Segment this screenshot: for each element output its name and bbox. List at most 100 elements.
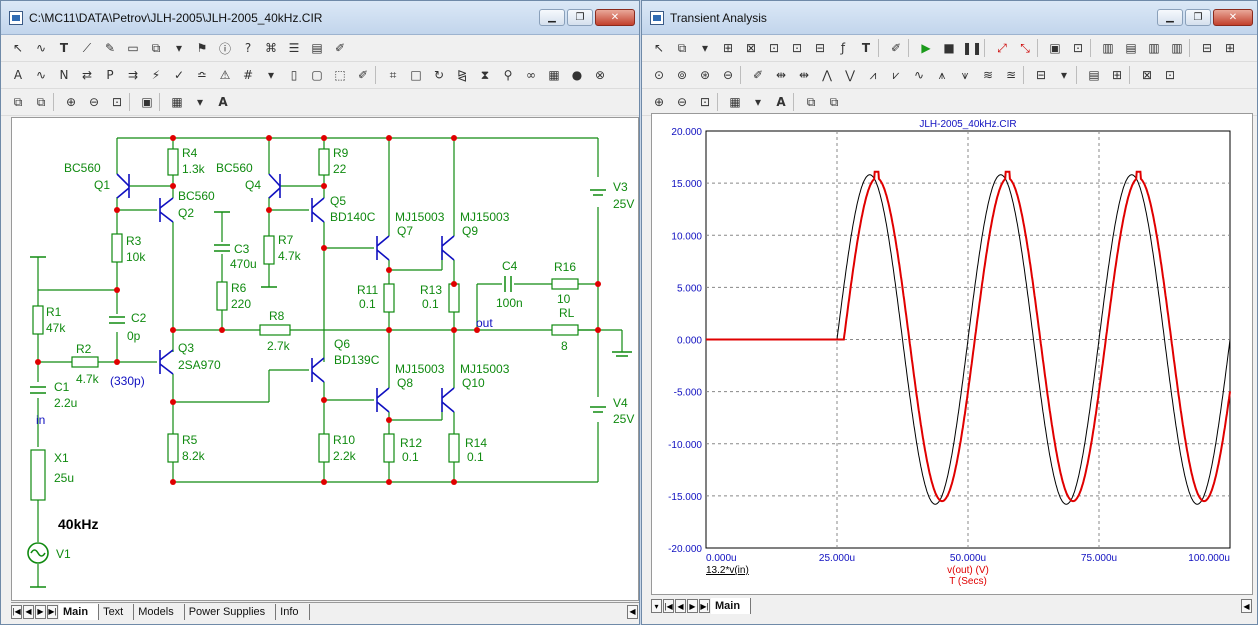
last-tab-icon[interactable]: ▶|: [699, 599, 710, 613]
pause-icon[interactable]: ❚❚: [961, 41, 983, 55]
tools-icon[interactable]: ✐: [357, 68, 369, 82]
network-icon[interactable]: ⌘: [265, 41, 277, 55]
restore-button[interactable]: ❐: [1185, 9, 1211, 26]
rotate-icon[interactable]: ↻: [433, 68, 445, 82]
global-low-icon[interactable]: ⩛: [961, 67, 969, 82]
minimize-button[interactable]: ▁: [1157, 9, 1183, 26]
run-icon[interactable]: ▶: [921, 41, 931, 55]
restore-button[interactable]: ❐: [567, 9, 593, 26]
minimize-button[interactable]: ▁: [539, 9, 565, 26]
select-arrow-icon[interactable]: ↖: [12, 41, 24, 55]
zoom-fit-icon[interactable]: ⊡: [699, 95, 711, 109]
dropdown-icon[interactable]: ▾: [701, 41, 709, 55]
mirror-icon[interactable]: ⧎: [456, 68, 468, 82]
schematic-titlebar[interactable]: C:\MC11\DATA\Petrov\JLH-2005\JLH-2005_40…: [1, 1, 639, 35]
point-values-icon[interactable]: ⊞: [1111, 68, 1123, 82]
frame-icon[interactable]: ⊡: [1072, 41, 1084, 55]
region-icon[interactable]: ⌗: [389, 67, 397, 82]
first-tab-icon[interactable]: |◀: [11, 604, 22, 619]
check-icon[interactable]: ✓: [173, 68, 185, 82]
help-icon[interactable]: ?: [244, 41, 252, 55]
warning-icon[interactable]: ⚠: [219, 68, 231, 82]
plot-mode-4-icon[interactable]: ▥: [1171, 41, 1183, 55]
align-icon[interactable]: ⊠: [1141, 68, 1153, 82]
bus-icon[interactable]: ▭: [127, 41, 139, 55]
text-tool-icon[interactable]: T: [861, 41, 871, 55]
zoom-fit-icon[interactable]: ⊡: [111, 95, 123, 109]
select-arrow-icon[interactable]: ↖: [653, 41, 665, 55]
tab-text[interactable]: Text: [99, 603, 135, 620]
prev-tab-icon[interactable]: ◀: [23, 604, 34, 619]
horizontal-split-icon[interactable]: ⊟: [1201, 41, 1213, 55]
transient-titlebar[interactable]: Transient Analysis ▁ ❐ ✕: [642, 1, 1257, 35]
tile-icon[interactable]: ▦: [171, 95, 183, 109]
data-points-icon[interactable]: ✐: [752, 68, 764, 82]
scale-x-icon[interactable]: ⊡: [768, 41, 780, 55]
scale-icon[interactable]: ⊞: [722, 41, 734, 55]
close-button[interactable]: ✕: [595, 9, 635, 26]
zoom-in-icon[interactable]: ⊕: [65, 95, 77, 109]
page-icon[interactable]: ▯: [290, 68, 298, 82]
attribute-text-icon[interactable]: A: [13, 68, 23, 82]
info-icon[interactable]: ⓘ: [218, 41, 231, 56]
plot-mode-2-icon[interactable]: ▤: [1125, 41, 1137, 55]
limits-icon[interactable]: ▣: [1049, 41, 1061, 55]
global-high-icon[interactable]: ⩚: [938, 67, 946, 82]
optimize-icon[interactable]: ⤡: [1020, 40, 1030, 55]
lightning-icon[interactable]: ⚡: [151, 68, 161, 82]
zoom-data-icon[interactable]: ⊛: [699, 68, 711, 82]
node-voltages-icon[interactable]: N: [59, 68, 69, 82]
zoom-out-icon[interactable]: ⊖: [676, 95, 688, 109]
dropdown-icon[interactable]: ▾: [651, 599, 662, 613]
grid-icon[interactable]: #: [242, 68, 254, 82]
next-tab-icon[interactable]: ▶: [687, 599, 698, 613]
flip-icon[interactable]: ⧗: [480, 67, 490, 82]
scroll-left-icon[interactable]: ◀: [1241, 599, 1252, 613]
copy-icon[interactable]: ⧉: [806, 94, 816, 109]
zoom-out-icon[interactable]: ⊖: [88, 95, 100, 109]
node-numbers-icon[interactable]: ∿: [35, 68, 47, 82]
tile-dropdown-icon[interactable]: ▾: [754, 95, 762, 109]
copy-icon[interactable]: ⧉: [13, 94, 23, 109]
label-icon[interactable]: ⊟: [1035, 68, 1047, 82]
zoom-in-icon[interactable]: ⊕: [653, 95, 665, 109]
graph-icon[interactable]: ⊟: [814, 41, 826, 55]
tile-icon[interactable]: ▦: [729, 95, 741, 109]
tab-power-supplies[interactable]: Power Supplies: [185, 603, 277, 620]
power-icon[interactable]: P: [106, 68, 114, 82]
plot-mode-1-icon[interactable]: ▥: [1102, 41, 1114, 55]
list-icon[interactable]: ▤: [311, 41, 323, 55]
report-icon[interactable]: ▦: [548, 68, 560, 82]
font-icon[interactable]: A: [776, 95, 786, 109]
line-tool-icon[interactable]: ⟋: [82, 40, 92, 55]
tab-main[interactable]: Main: [711, 598, 752, 614]
paste-icon[interactable]: ⧉: [36, 94, 46, 109]
pin-connections-icon[interactable]: ⇉: [127, 68, 139, 82]
font-icon[interactable]: A: [218, 95, 228, 109]
function-icon[interactable]: ƒ: [840, 41, 846, 55]
auto-scale-icon[interactable]: ⊠: [745, 41, 757, 55]
peak-icon[interactable]: ⋀: [822, 68, 832, 82]
component-icon[interactable]: ⧉: [677, 40, 687, 55]
component-icon[interactable]: ⧉: [151, 40, 161, 55]
tab-main[interactable]: Main: [59, 603, 100, 620]
wire-icon[interactable]: ∿: [35, 41, 47, 55]
pen-icon[interactable]: ✎: [104, 41, 116, 55]
probe-icon[interactable]: ≏: [196, 68, 208, 82]
label-dropdown-icon[interactable]: ▾: [1060, 68, 1068, 82]
prev-tab-icon[interactable]: ◀: [675, 599, 686, 613]
tab-info[interactable]: Info: [276, 603, 310, 620]
top-icon[interactable]: ≊: [1005, 68, 1017, 82]
cursor-prev-icon[interactable]: ⇹: [798, 68, 810, 82]
slope-icon[interactable]: ≋: [982, 68, 994, 82]
text-tool-icon[interactable]: T: [59, 41, 69, 55]
inflection-icon[interactable]: ∿: [913, 68, 925, 82]
properties-icon[interactable]: ✐: [890, 41, 902, 55]
next-tab-icon[interactable]: ▶: [35, 604, 46, 619]
high-icon[interactable]: ⩘: [869, 67, 877, 82]
flag-icon[interactable]: ⚑: [196, 41, 208, 55]
last-tab-icon[interactable]: ▶|: [47, 604, 58, 619]
zoom-region-icon[interactable]: ⊙: [653, 68, 665, 82]
stop-icon[interactable]: ■: [943, 41, 955, 55]
tile-dropdown-icon[interactable]: ▾: [196, 95, 204, 109]
